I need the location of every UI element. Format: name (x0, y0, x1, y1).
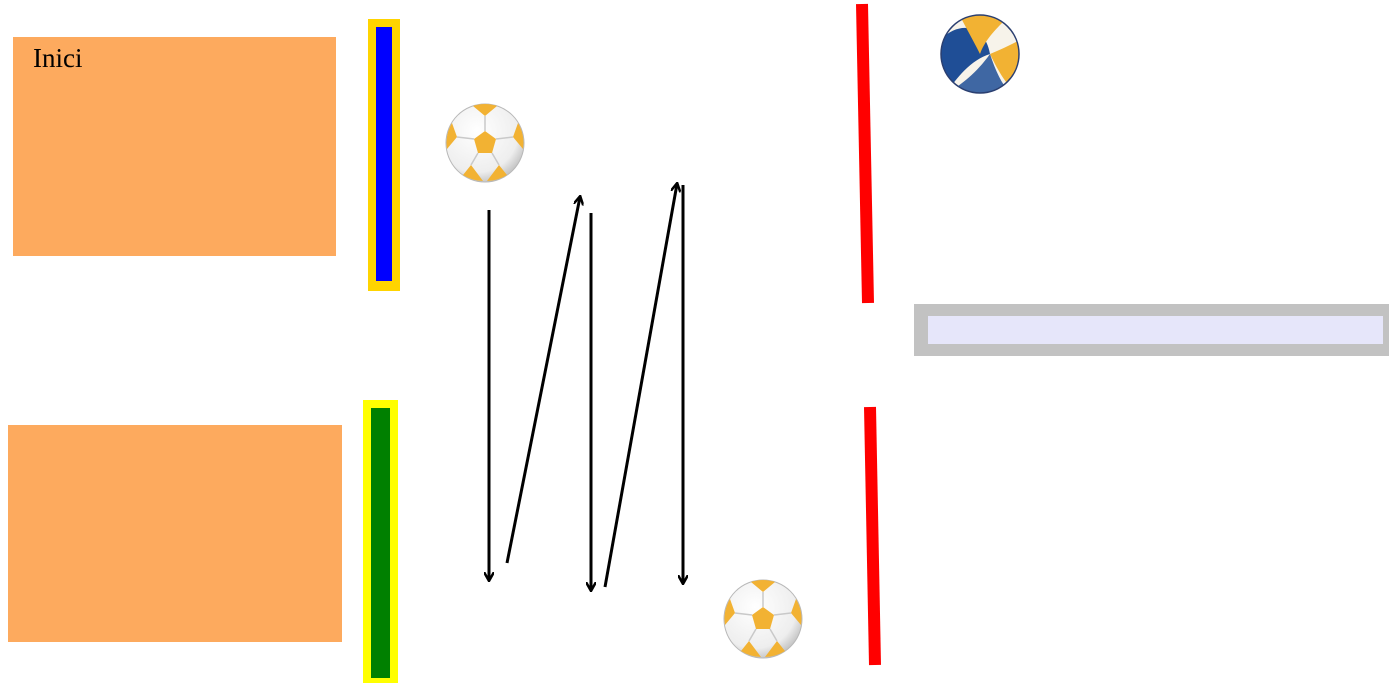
goal-post-bottom (870, 407, 875, 665)
dribble-path (489, 184, 683, 590)
arrow-up-1 (507, 197, 580, 563)
soccer-ball-icon (446, 104, 524, 182)
arrow-up-2 (605, 184, 677, 587)
goal-post-top (862, 4, 868, 303)
volleyball-icon (930, 13, 1020, 95)
soccer-ball-icon (724, 580, 802, 658)
